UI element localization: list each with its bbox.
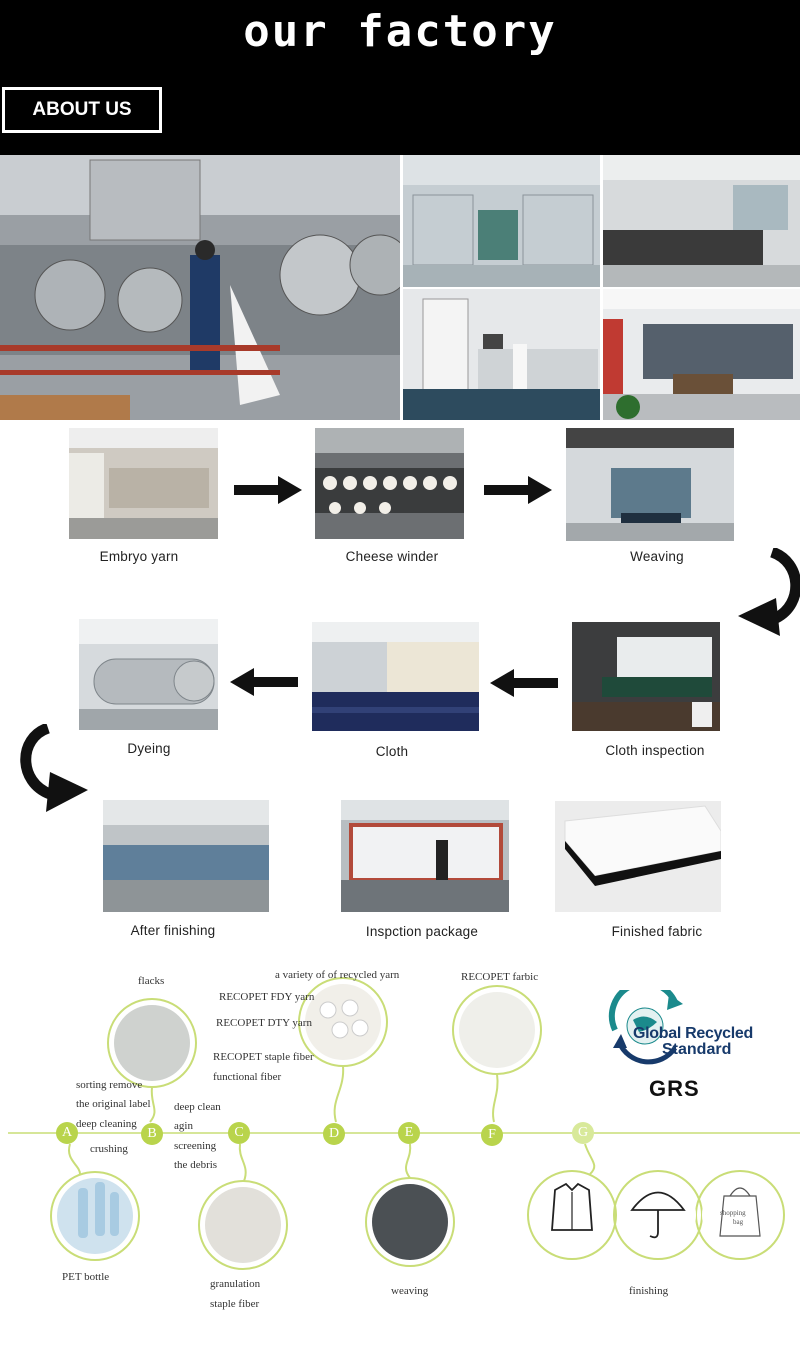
grs-title-line1: Global Recycled — [633, 1025, 753, 1042]
step-label-inspection-package: Inspction package — [365, 924, 479, 939]
label-the-debris: the debris — [174, 1159, 218, 1171]
node-a: A — [56, 1122, 78, 1144]
step-label-cloth: Cloth — [375, 744, 409, 759]
office-photo — [603, 155, 800, 287]
label-bag: bag — [733, 1218, 744, 1226]
node-g: G — [572, 1122, 594, 1144]
label-agin: agin — [174, 1120, 193, 1132]
label-staple-fiber-bottom: staple fiber — [210, 1298, 260, 1310]
grs-title-line2: Standard — [662, 1041, 732, 1058]
cloth-inspection-image — [572, 622, 720, 731]
grs-abbreviation: GRS — [649, 1076, 700, 1101]
step-label-weaving: Weaving — [630, 549, 684, 564]
label-original-label: the original label — [76, 1098, 151, 1110]
label-dty-yarn: RECOPET DTY yarn — [216, 1017, 312, 1029]
embryo-yarn-image — [69, 428, 218, 539]
label-sorting: sorting remove — [76, 1079, 143, 1091]
showroom-photo — [603, 289, 800, 420]
weaving-machine-image — [566, 428, 734, 541]
about-us-button[interactable]: ABOUT US — [2, 87, 162, 133]
step-label-after-finishing: After finishing — [130, 923, 216, 938]
node-e: E — [398, 1122, 420, 1144]
label-granulation: granulation — [210, 1278, 261, 1290]
curved-arrow-down-left-icon — [738, 548, 800, 636]
label-deep-clean: deep clean — [174, 1101, 221, 1113]
step-label-finished-fabric: Finished fabric — [611, 924, 703, 939]
inspection-package-image — [341, 800, 509, 912]
label-recycled-yarn: a variety of of recycled yarn — [275, 969, 400, 981]
node-f: F — [481, 1124, 503, 1146]
node-c: C — [228, 1122, 250, 1144]
label-weaving: weaving — [391, 1285, 429, 1297]
label-deep-cleaning: deep cleaning — [76, 1118, 137, 1130]
step-label-dyeing: Dyeing — [127, 741, 171, 756]
arrow-left-icon — [490, 669, 558, 697]
label-pet-bottle: PET bottle — [62, 1271, 110, 1283]
arrow-right-icon — [484, 476, 552, 504]
after-finishing-image — [103, 800, 269, 912]
knitting-room-photo — [403, 155, 600, 287]
header-banner: our factory ABOUT US — [0, 0, 800, 155]
finished-fabric-image — [555, 801, 721, 912]
cloth-image — [312, 622, 479, 731]
dyeing-image — [79, 619, 218, 730]
label-fdy-yarn: RECOPET FDY yarn — [219, 991, 315, 1003]
label-crushing: crushing — [90, 1143, 128, 1155]
label-flacks: flacks — [138, 975, 165, 987]
label-staple-fiber: RECOPET staple fiber — [213, 1051, 314, 1063]
step-label-cloth-inspection: Cloth inspection — [605, 743, 705, 758]
node-d: D — [323, 1123, 345, 1145]
recycle-diagram-graphics — [8, 977, 800, 1270]
arrow-left-icon — [230, 668, 298, 696]
arrow-right-icon — [234, 476, 302, 504]
label-screening: screening — [174, 1140, 217, 1152]
label-finishing: finishing — [629, 1285, 669, 1297]
globe-logo-icon — [608, 990, 683, 1065]
label-functional-fiber: functional fiber — [213, 1071, 282, 1083]
dyeing-machines-photo — [0, 155, 400, 420]
curved-arrow-down-right-icon — [20, 724, 88, 812]
label-recopet-fabric: RECOPET farbic — [461, 971, 539, 983]
step-label-cheese-winder: Cheese winder — [345, 549, 439, 564]
step-label-embryo-yarn: Embryo yarn — [99, 549, 179, 564]
label-shopping: shopping — [720, 1209, 746, 1217]
laboratory-photo — [403, 289, 600, 420]
node-b: B — [141, 1123, 163, 1145]
cheese-winder-image — [315, 428, 464, 539]
page-title: our factory — [243, 6, 557, 57]
